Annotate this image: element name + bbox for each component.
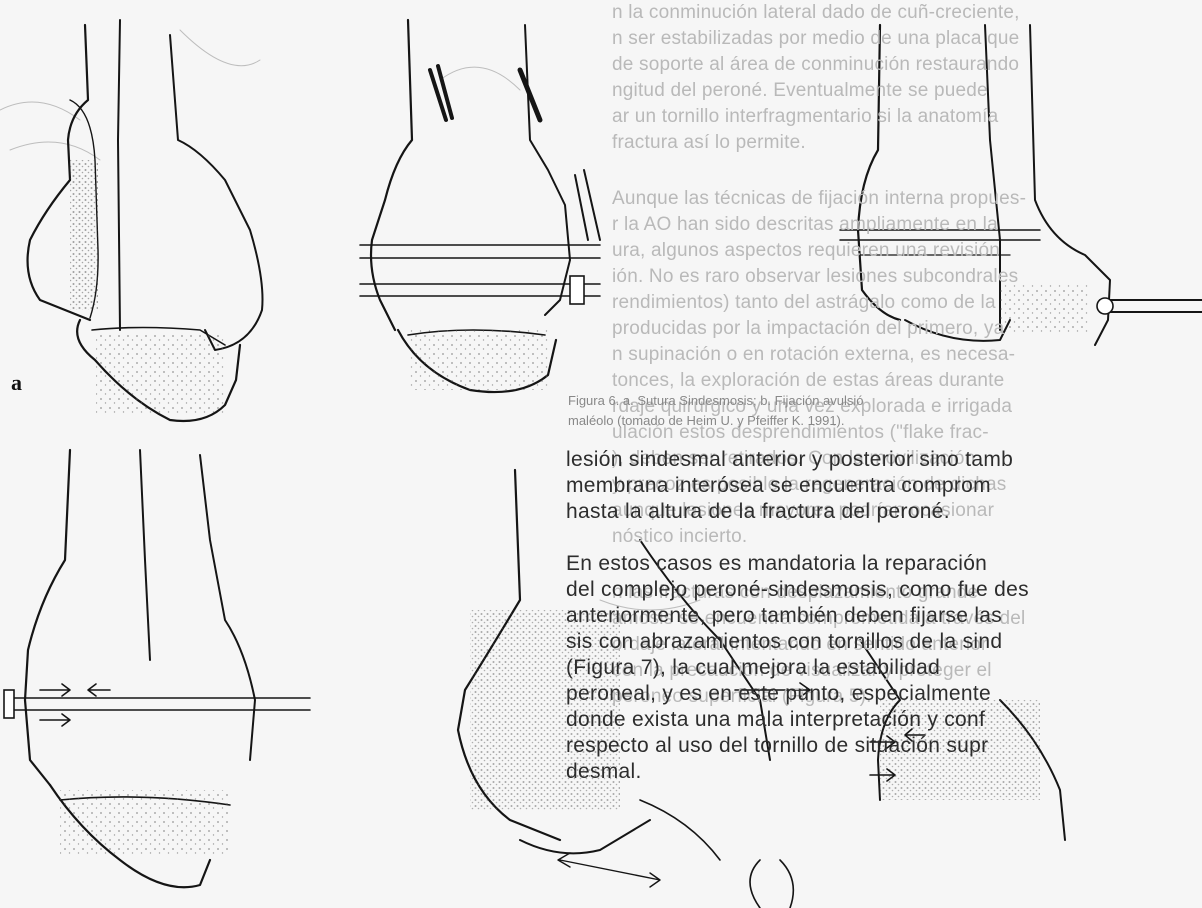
ankle-drawing-3 (840, 25, 1202, 345)
bleed-through-sketch (0, 30, 700, 610)
ankle-drawing-2 (360, 20, 600, 392)
ankle-drawing-1 (28, 20, 263, 421)
ankle-drawing-6 (750, 640, 1065, 908)
ankle-drawing-4 (4, 450, 310, 887)
ankle-drawing-5 (458, 470, 810, 887)
